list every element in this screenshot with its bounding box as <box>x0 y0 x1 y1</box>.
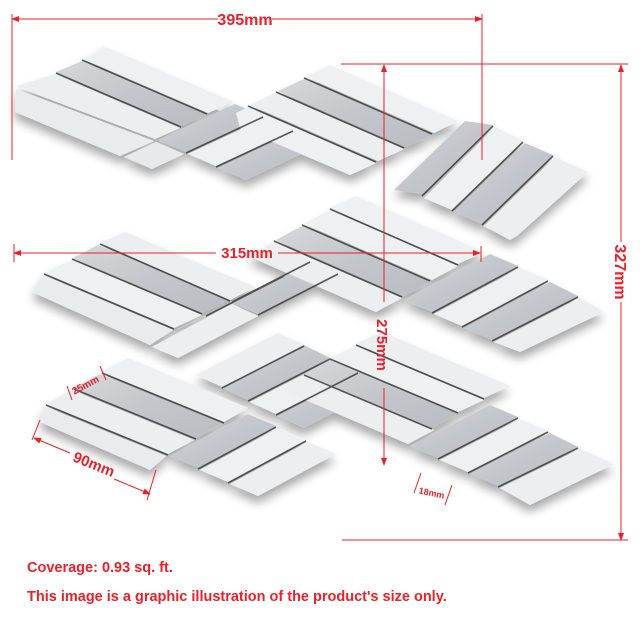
tile-strip <box>158 104 263 152</box>
tile-length-label: 90mm <box>70 449 117 481</box>
tile-strip <box>394 121 493 194</box>
tile-strip <box>152 304 258 358</box>
disclaimer-text: This image is a graphic illustration of … <box>27 589 447 605</box>
tile-strip <box>330 346 484 412</box>
tile-width-small-ext-left <box>413 472 422 494</box>
tile-strip <box>196 333 304 387</box>
tile-strip <box>17 74 180 139</box>
tile-strip <box>424 127 523 210</box>
tile-strip <box>304 210 458 280</box>
tile-length-ext-left <box>31 419 41 441</box>
tile-strip <box>83 48 233 113</box>
tile-strip <box>500 449 614 505</box>
tile-strip <box>74 374 222 438</box>
tile-width-small-ext-right <box>444 484 453 506</box>
tile-length-line-right <box>113 478 151 495</box>
tile-width-ext-right <box>99 365 107 381</box>
tile-strip <box>410 405 518 458</box>
tile-strip <box>484 157 588 240</box>
tile-strip <box>306 65 458 133</box>
tile-strip <box>356 332 510 398</box>
tile-strip <box>56 61 207 126</box>
tile-strip <box>46 390 194 454</box>
tile-strip <box>454 143 553 224</box>
tile-strip <box>222 345 330 400</box>
tile-width-ext-left <box>66 385 73 401</box>
tile-strip <box>464 282 578 340</box>
tile-strip <box>32 275 173 345</box>
tile-strip <box>230 442 336 496</box>
tile-strip <box>434 268 548 326</box>
tile-strip <box>102 358 248 422</box>
tile-length-ext-right <box>146 469 157 501</box>
tile-strip <box>330 196 484 264</box>
mosaic-sheet <box>15 46 614 505</box>
tile-strip <box>15 89 154 156</box>
tile-strip <box>404 254 518 312</box>
tile-strip <box>100 232 255 300</box>
tile-strip <box>200 428 306 482</box>
tile-strip <box>73 245 228 313</box>
tile-strip <box>494 298 604 352</box>
tile-strip <box>40 406 166 470</box>
dimension-annotations <box>11 14 628 541</box>
inner-width-label: 315mm <box>221 245 273 262</box>
tile-strip <box>236 107 376 175</box>
tile-strip <box>170 414 276 468</box>
tile-strip <box>248 242 402 312</box>
overall-height-label: 327mm <box>611 244 628 299</box>
tile-strip <box>440 419 548 472</box>
tile-length-line-left <box>33 437 71 454</box>
tile-strip <box>278 79 432 147</box>
inner-height-label: 275mm <box>373 319 390 371</box>
overall-width-label: 395mm <box>217 12 272 29</box>
tile-strip <box>44 260 202 328</box>
tile-strip <box>304 360 458 428</box>
tile-strip <box>124 142 184 169</box>
tile-strip <box>470 433 578 486</box>
tile-strip <box>276 226 430 296</box>
tile-strip <box>250 93 404 161</box>
tile-width-small-label: 18mm <box>418 485 446 500</box>
coverage-text: Coverage: 0.93 sq. ft. <box>27 560 173 576</box>
